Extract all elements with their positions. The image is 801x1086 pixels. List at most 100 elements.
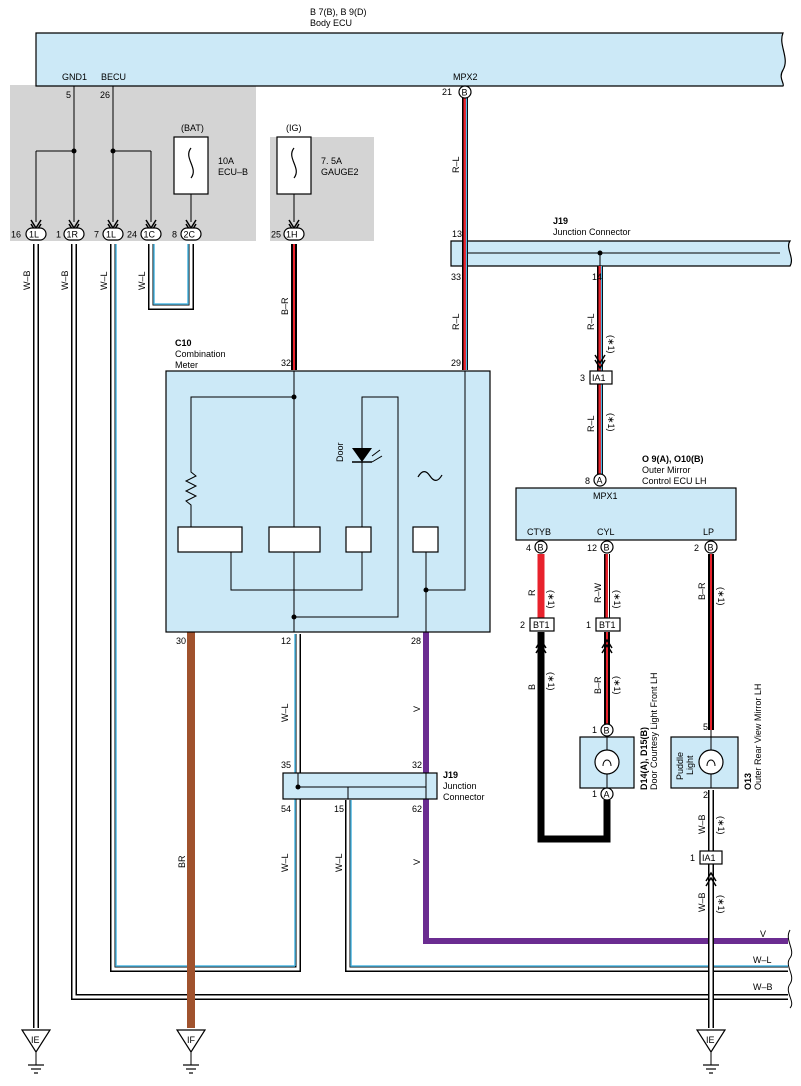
svg-text:B: B (708, 543, 714, 553)
tilde-icon (417, 471, 443, 481)
puddle-name: Outer Rear View Mirror LH (753, 684, 763, 790)
j19-bottom-code: J19 (443, 770, 458, 780)
wire-v (423, 632, 788, 944)
svg-text:(∗1): (∗1) (546, 590, 556, 609)
svg-text:25: 25 (271, 230, 281, 240)
svg-text:R–W: R–W (593, 582, 603, 603)
door-label: Door (335, 442, 345, 462)
svg-text:W–L: W–L (280, 703, 290, 722)
mirror-ecu-name2: Control ECU LH (642, 476, 707, 486)
pin-26: 26 (100, 90, 110, 100)
svg-text:24: 24 (127, 230, 137, 240)
courtesy-name: Door Courtesy Light Front LH (649, 672, 659, 790)
wire-w-l-left (110, 244, 301, 972)
svg-text:1: 1 (592, 725, 597, 735)
svg-text:15: 15 (334, 804, 344, 814)
ctyb-label: CTYB (527, 527, 551, 537)
svg-text:28: 28 (411, 636, 421, 646)
mirror-ecu-code: O 9(A), O10(B) (642, 454, 704, 464)
svg-text:R–L: R–L (586, 415, 596, 432)
svg-text:IE: IE (706, 1035, 715, 1045)
svg-text:W–L: W–L (334, 853, 344, 872)
svg-text:W–B: W–B (60, 270, 70, 290)
svg-text:21: 21 (442, 87, 452, 97)
svg-text:IF: IF (187, 1035, 196, 1045)
wire-r-l-mirror (597, 266, 603, 474)
svg-text:1: 1 (586, 620, 591, 630)
svg-text:2: 2 (694, 543, 699, 553)
svg-text:BT1: BT1 (533, 620, 550, 630)
combination-meter: C10 Combination Meter Door (165, 338, 491, 633)
svg-text:13: 13 (452, 229, 462, 239)
meter-name1: Combination (175, 349, 226, 359)
body-ecu-name: Body ECU (310, 18, 352, 28)
svg-text:8: 8 (172, 230, 177, 240)
svg-text:1L: 1L (106, 230, 116, 240)
j19-bottom-name1: Junction (443, 781, 477, 791)
svg-text:1: 1 (56, 230, 61, 240)
svg-text:2: 2 (520, 620, 525, 630)
fuse-gauge2: (IG) 7. 5A GAUGE2 (276, 123, 359, 195)
svg-text:3: 3 (580, 373, 585, 383)
fuse-ecu-b: (BAT) 10A ECU–B (173, 123, 248, 195)
fuse-bat-name: ECU–B (218, 167, 248, 177)
j19-bottom-name2: Connector (443, 792, 485, 802)
svg-text:BT1: BT1 (599, 620, 616, 630)
puddle-inner2: Light (685, 755, 695, 775)
svg-text:B: B (462, 88, 468, 98)
svg-text:1C: 1C (144, 230, 156, 240)
svg-text:B–R: B–R (280, 297, 290, 315)
svg-text:BR: BR (177, 855, 187, 868)
outer-rear-view-mirror: Puddle Light O13 Outer Rear View Mirror … (670, 684, 763, 790)
svg-text:W–B: W–B (697, 892, 707, 912)
door-led-icon (352, 448, 383, 463)
mirror-ecu-name1: Outer Mirror (642, 465, 691, 475)
fuse-bat-source: (BAT) (181, 123, 204, 133)
svg-text:7: 7 (94, 230, 99, 240)
cyl-label: CYL (597, 527, 615, 537)
svg-text:W–L: W–L (99, 271, 109, 290)
mpx2-label: MPX2 (453, 72, 478, 82)
door-courtesy-light: D14(A), D15(B) Door Courtesy Light Front… (579, 672, 659, 790)
svg-text:W–B: W–B (753, 982, 773, 992)
lp-label: LP (703, 527, 714, 537)
svg-text:V: V (412, 859, 422, 865)
svg-text:W–L: W–L (137, 271, 147, 290)
ground-if: IF (175, 1029, 207, 1074)
svg-text:2: 2 (703, 790, 708, 800)
pin-21B: B 21 (442, 85, 472, 99)
svg-text:14: 14 (592, 272, 602, 282)
svg-text:16: 16 (11, 230, 21, 240)
svg-text:(∗1): (∗1) (606, 413, 616, 432)
svg-text:29: 29 (451, 358, 461, 368)
svg-text:A: A (597, 476, 603, 486)
svg-text:R–L: R–L (451, 156, 461, 173)
wire-w-l-loop (148, 244, 194, 310)
fuse-ig-amp: 7. 5A (321, 156, 342, 166)
svg-text:R: R (527, 589, 537, 596)
outer-mirror-ecu: O 9(A), O10(B) Outer Mirror Control ECU … (515, 454, 737, 541)
wire-r-l-mpx2 (462, 98, 468, 370)
puddle-code: O13 (743, 773, 753, 790)
fuse-bat-amp: 10A (218, 156, 234, 166)
wire-w-l-right (345, 800, 788, 972)
j19-top-code: J19 (553, 216, 568, 226)
meter-code: C10 (175, 338, 192, 348)
svg-text:30: 30 (176, 636, 186, 646)
svg-text:B: B (604, 543, 610, 553)
svg-text:IA1: IA1 (592, 373, 606, 383)
svg-text:W–L: W–L (753, 955, 772, 965)
pin-5: 5 (66, 90, 71, 100)
svg-text:1: 1 (690, 853, 695, 863)
body-ecu-code: B 7(B), B 9(D) (310, 7, 367, 17)
svg-text:(∗1): (∗1) (716, 587, 726, 606)
svg-text:33: 33 (451, 272, 461, 282)
svg-text:B–R: B–R (593, 676, 603, 694)
becu-label: BECU (101, 72, 126, 82)
svg-text:62: 62 (412, 804, 422, 814)
svg-text:(∗1): (∗1) (546, 672, 556, 691)
fuse-area-left (10, 85, 256, 241)
svg-text:W–L: W–L (280, 853, 290, 872)
svg-text:(∗1): (∗1) (716, 895, 726, 914)
fuse-ig-source: (IG) (286, 123, 302, 133)
